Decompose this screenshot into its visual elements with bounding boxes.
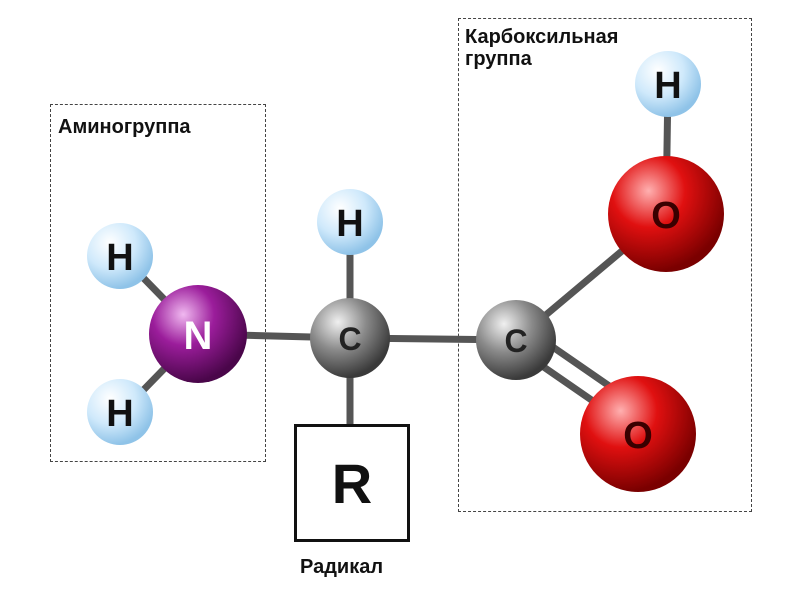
atom-nitrogen-label: N [184, 314, 213, 358]
atom-oxygen-hydroxyl: O [608, 156, 724, 272]
atom-h-alpha-label: H [336, 203, 363, 245]
radical-label: Радикал [300, 556, 384, 578]
atom-oxygen-hydroxyl-label: O [651, 195, 681, 237]
atom-carbon-alpha-label: C [338, 321, 361, 357]
atom-oxygen-double: O [580, 376, 696, 492]
atom-h-amino-bottom-label: H [106, 393, 133, 435]
atom-carbon-carboxyl: C [476, 300, 556, 380]
atom-carbon-carboxyl-label: C [504, 323, 527, 359]
atom-h-amino-bottom: H [87, 379, 153, 445]
carboxyl-group-label: Карбоксильная группа [465, 26, 619, 70]
radical-box: R [294, 424, 410, 542]
atom-h-alpha: H [317, 189, 383, 255]
atom-oxygen-double-label: O [623, 415, 653, 457]
atom-carbon-alpha: C [310, 298, 390, 378]
atom-h-amino-top-label: H [106, 237, 133, 279]
atom-nitrogen: N [149, 285, 247, 383]
amino-group-label: Аминогруппа [58, 116, 191, 138]
atom-h-hydroxyl-label: H [654, 65, 681, 107]
atom-h-hydroxyl: H [635, 51, 701, 117]
carboxyl-group-box [458, 18, 752, 512]
amino-group-box [50, 104, 266, 462]
atom-h-amino-top: H [87, 223, 153, 289]
